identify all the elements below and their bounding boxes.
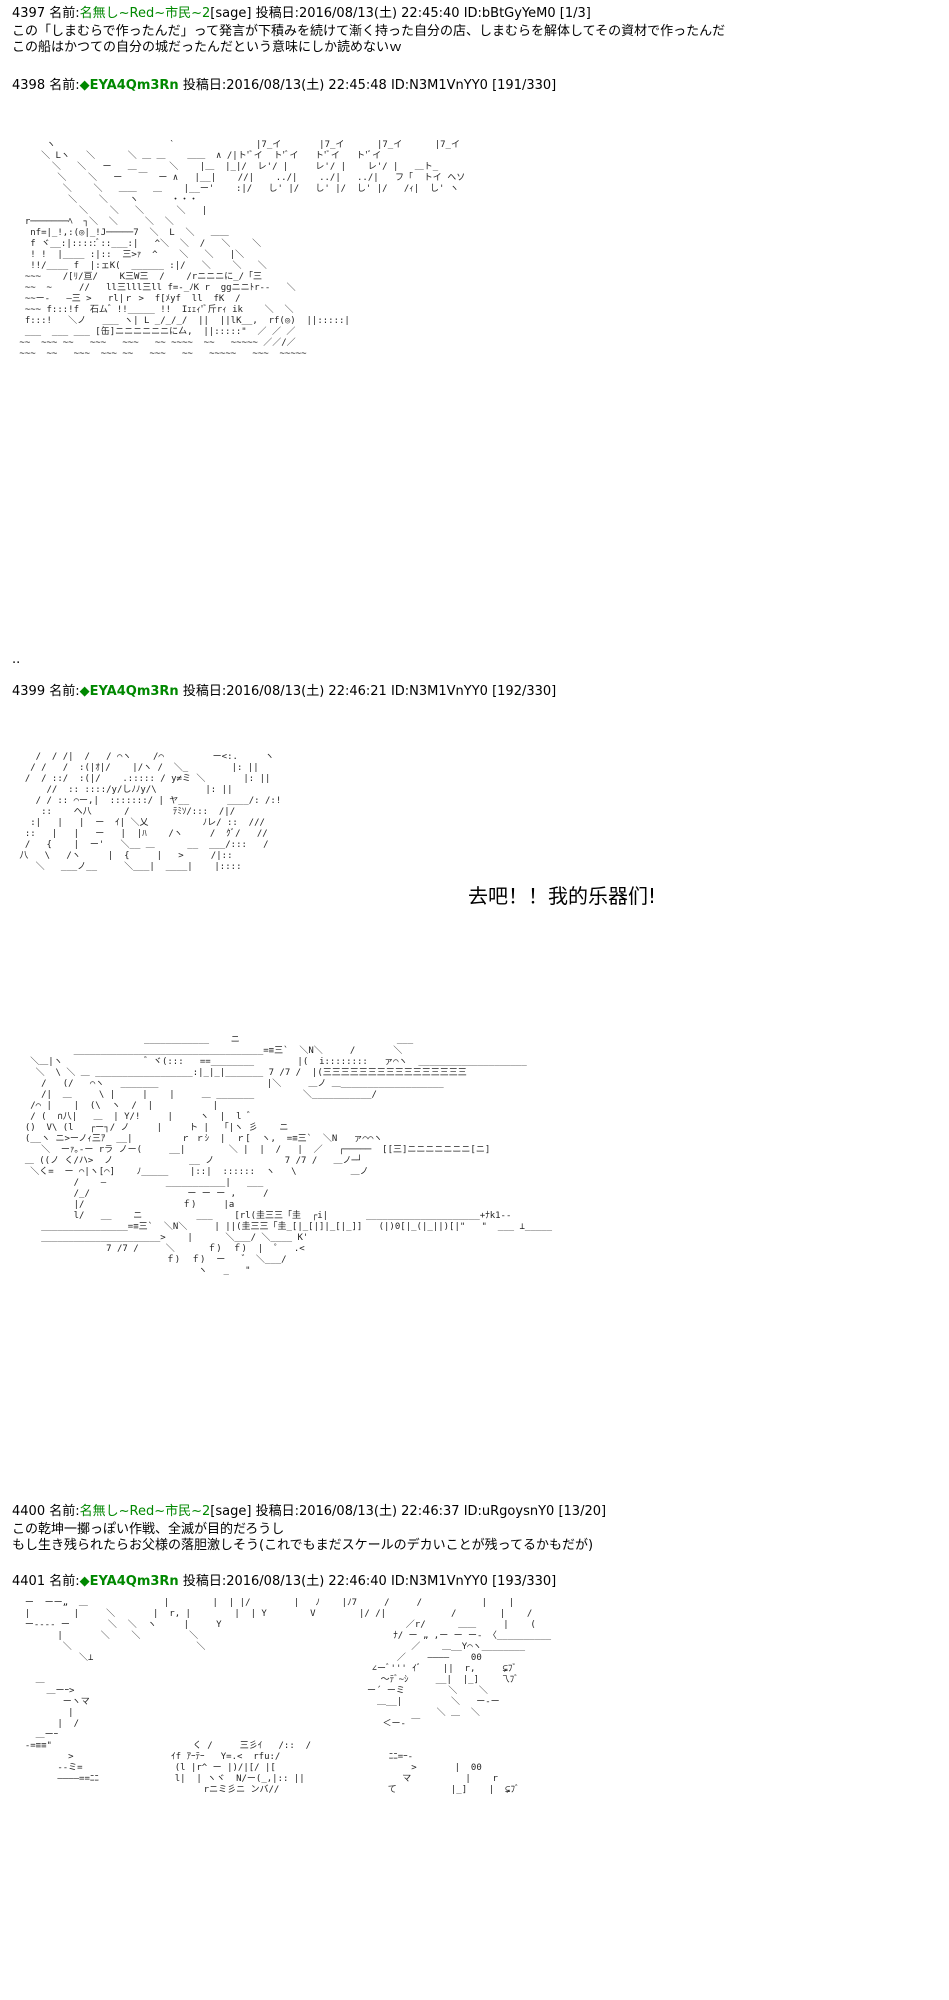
- post-count: [193/330]: [492, 1574, 557, 1589]
- post-number[interactable]: 4399: [12, 684, 46, 699]
- body-line: この乾坤一擲っぽい作戦、全滅が目的だろうし: [12, 1522, 285, 1537]
- post-count: [191/330]: [492, 78, 557, 93]
- poster-name: ◆EYA4Qm3Rn: [79, 78, 179, 93]
- poster-id[interactable]: ID:bBtGyYeM0: [463, 6, 556, 21]
- name-label: 名前:: [49, 1504, 80, 1519]
- poster-name: ◆EYA4Qm3Rn: [79, 684, 179, 699]
- name-label: 名前:: [49, 78, 80, 93]
- post-header: 4401 名前:◆EYA4Qm3Rn 投稿日:2016/08/13(土) 22:…: [12, 1574, 937, 1590]
- speech-text: 去吧！！我的乐器们!: [468, 884, 657, 908]
- post-count: [1/3]: [559, 6, 591, 21]
- date-label: 投稿日:: [182, 684, 227, 699]
- post-count: [13/20]: [558, 1504, 607, 1519]
- post-4399: 4399 名前:◆EYA4Qm3Rn 投稿日:2016/08/13(土) 22:…: [12, 684, 937, 700]
- post-4401: 4401 名前:◆EYA4Qm3Rn 投稿日:2016/08/13(土) 22:…: [12, 1574, 937, 1590]
- name-label: 名前:: [49, 684, 80, 699]
- post-date: 2016/08/13(土) 22:46:37: [298, 1504, 460, 1519]
- poster-id[interactable]: ID:N3M1VnYY0: [390, 684, 488, 699]
- date-label: 投稿日:: [255, 1504, 299, 1519]
- poster-id[interactable]: ID:N3M1VnYY0: [390, 1574, 488, 1589]
- post-number[interactable]: 4400: [12, 1504, 46, 1519]
- mail-field: [sage]: [210, 6, 252, 21]
- ascii-art-ship: ヽ ` |7_イ |7_イ |7_イ |7_イ ＼ Lヽ ＼ ＼ ＿ ＿ ＿＿ …: [19, 140, 466, 359]
- poster-id[interactable]: ID:uRgoysnY0: [463, 1504, 555, 1519]
- date-label: 投稿日:: [182, 78, 227, 93]
- separator: ..: [12, 652, 21, 667]
- body-line: この「しまむらで作ったんだ」って発言が下積みを続けて漸く持った自分の店、しまむら…: [12, 24, 726, 39]
- post-number[interactable]: 4401: [12, 1574, 46, 1589]
- post-header: 4398 名前:◆EYA4Qm3Rn 投稿日:2016/08/13(土) 22:…: [12, 78, 937, 94]
- ascii-art-scene: ー ーー„ ＿ | | | |/ | ﾉ |ﾉ7 / / | | | | ＼ |…: [24, 1598, 552, 1795]
- post-4398: 4398 名前:◆EYA4Qm3Rn 投稿日:2016/08/13(土) 22:…: [12, 78, 937, 94]
- name-label: 名前:: [49, 6, 80, 21]
- ascii-art-character: / / /| / / ⌒ヽ /⌒ ー<:. ヽ / / / :(|ｵ|/ |/ヽ…: [19, 752, 282, 872]
- post-header: 4400 名前:名無し~Red~市民~2[sage] 投稿日:2016/08/1…: [12, 1504, 937, 1520]
- post-4400: 4400 名前:名無し~Red~市民~2[sage] 投稿日:2016/08/1…: [12, 1504, 937, 1554]
- post-count: [192/330]: [492, 684, 557, 699]
- post-body: この「しまむらで作ったんだ」って発言が下積みを続けて漸く持った自分の店、しまむら…: [12, 24, 937, 56]
- post-4397: 4397 名前:名無し~Red~市民~2[sage] 投稿日:2016/08/1…: [12, 6, 937, 56]
- post-header: 4399 名前:◆EYA4Qm3Rn 投稿日:2016/08/13(土) 22:…: [12, 684, 937, 700]
- mail-field: [sage]: [210, 1504, 252, 1519]
- post-date: 2016/08/13(土) 22:46:40: [226, 1574, 387, 1589]
- post-number[interactable]: 4397: [12, 6, 46, 21]
- name-label: 名前:: [49, 1574, 80, 1589]
- poster-id[interactable]: ID:N3M1VnYY0: [390, 78, 488, 93]
- post-date: 2016/08/13(土) 22:46:21: [226, 684, 387, 699]
- date-label: 投稿日:: [182, 1574, 227, 1589]
- poster-name: 名無し~Red~市民~2: [79, 1504, 211, 1519]
- post-date: 2016/08/13(土) 22:45:48: [226, 78, 387, 93]
- ascii-art-instruments: ____________ ニ ___ _____________________…: [24, 1035, 552, 1276]
- body-line: もし生き残られたらお父様の落胆激しそう(これでもまだスケールのデカいことが残って…: [12, 1538, 594, 1553]
- date-label: 投稿日:: [255, 6, 299, 21]
- poster-name: ◆EYA4Qm3Rn: [79, 1574, 179, 1589]
- poster-name: 名無し~Red~市民~2: [79, 6, 211, 21]
- post-number[interactable]: 4398: [12, 78, 46, 93]
- post-body: この乾坤一擲っぽい作戦、全滅が目的だろうし もし生き残られたらお父様の落胆激しそ…: [12, 1522, 937, 1554]
- post-date: 2016/08/13(土) 22:45:40: [298, 6, 460, 21]
- post-header: 4397 名前:名無し~Red~市民~2[sage] 投稿日:2016/08/1…: [12, 6, 937, 22]
- body-line: この船はかつての自分の城だったんだという意味にしか読めないｗ: [12, 40, 403, 55]
